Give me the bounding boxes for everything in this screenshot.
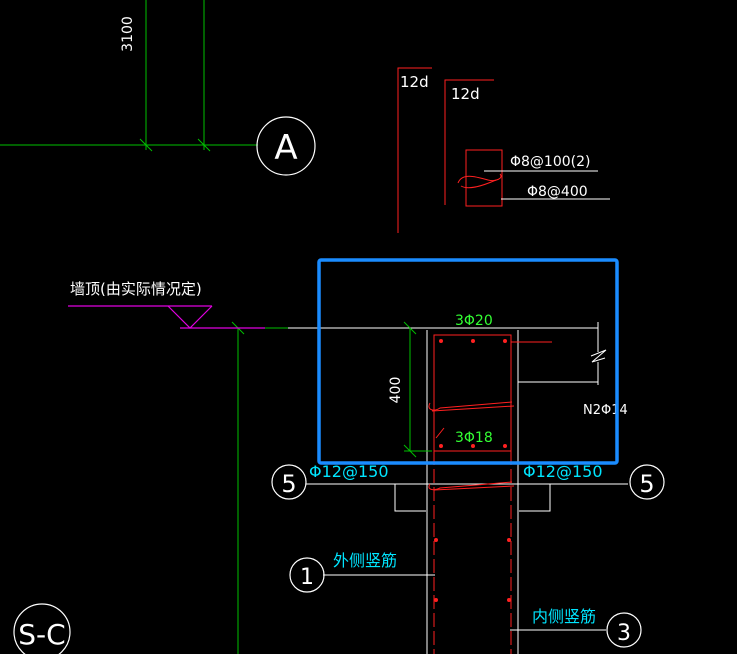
callout-1-bubble bbox=[289, 557, 325, 593]
hook-right-label: 12d bbox=[451, 85, 480, 103]
highlight-box bbox=[317, 258, 619, 465]
bottom-bars-text: 3Φ18 bbox=[455, 430, 493, 446]
rebar-dots bbox=[434, 339, 511, 602]
top-bars-text: 3Φ20 bbox=[455, 313, 493, 329]
axis-sc-bubble bbox=[13, 603, 71, 654]
side-bars-text: N2Φ14 bbox=[583, 403, 628, 418]
callout-3-num: 3 bbox=[617, 621, 631, 646]
callout-5-left-bubble bbox=[271, 464, 307, 500]
callout-5-left-text: Φ12@150 bbox=[309, 462, 389, 481]
depth-dim-text: 400 bbox=[388, 377, 404, 404]
inner-vertical-bar-text: 内侧竖筋 bbox=[532, 607, 596, 626]
hook-bars bbox=[397, 67, 494, 233]
callout-1-num: 1 bbox=[300, 565, 314, 590]
axis-a-bubble bbox=[256, 116, 316, 176]
wall-top-marker bbox=[68, 305, 265, 329]
axis-a-label: A bbox=[274, 128, 297, 168]
wall-top-note: 墙顶(由实际情况定) bbox=[70, 280, 202, 298]
tie-text: Φ8@400 bbox=[527, 184, 588, 200]
stirrup-legend-symbol bbox=[457, 149, 610, 207]
axis-sc-label: S-C bbox=[18, 618, 65, 651]
callout-5-right-text: Φ12@150 bbox=[523, 462, 603, 481]
callout-3-bubble bbox=[606, 612, 642, 648]
callout-leaders bbox=[323, 574, 606, 631]
top-dimension-text: 3100 bbox=[120, 16, 136, 52]
beam-section bbox=[288, 321, 628, 654]
callout-5-right-num: 5 bbox=[639, 470, 654, 498]
stirrup-text: Φ8@100(2) bbox=[510, 154, 590, 170]
hook-left-label: 12d bbox=[400, 73, 429, 91]
outer-vertical-bar-text: 外侧竖筋 bbox=[333, 551, 397, 570]
callout-5-right-bubble bbox=[629, 464, 665, 500]
grid-lines bbox=[0, 0, 288, 654]
callout-5-left-num: 5 bbox=[281, 470, 296, 498]
